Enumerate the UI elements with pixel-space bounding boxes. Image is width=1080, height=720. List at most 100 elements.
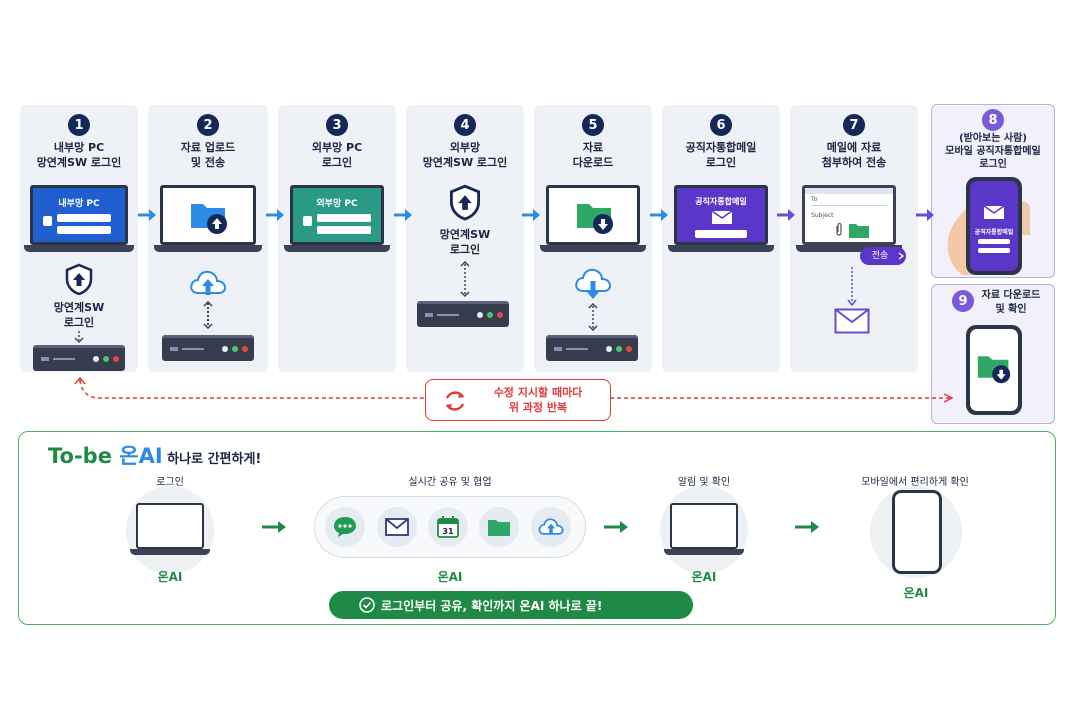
repeat-icon [445,391,465,411]
screen-label: 외부망 PC [316,199,358,209]
arrow-icon [522,209,540,221]
laptop-icon [154,185,262,255]
step-number: 5 [582,114,604,136]
password-field [317,226,371,234]
tobe-title-suffix: 하나로 간편하게! [162,452,262,467]
step-card-7: 7 메일에 자료 첨부하여 전송 To Subject 전송 [790,105,918,372]
folder-download-icon [577,204,613,234]
step-title: 메일에 자료 첨부하여 전송 [821,141,887,169]
send-button[interactable]: 전송 [860,247,906,265]
step-title: (받아보는 사람) 모바일 공직자통합메일 로그인 [945,133,1041,170]
arrow-icon [604,521,628,533]
screen-label: 공직자통합메일 [695,197,747,206]
step-title: 자료 업로드 및 전송 [180,141,236,169]
step-card-3: 3 외부망 PC 로그인 외부망 PC [278,105,396,372]
paperclip-icon [836,222,842,236]
server-icon [33,345,125,371]
step-card-2: 2 자료 업로드 및 전송 [148,105,268,372]
step-card-4: 4 외부망 망연계SW 로그인 망연계SW 로그인 [406,105,524,372]
step-number: 3 [326,114,348,136]
username-field [317,214,371,222]
folder-upload-icon [191,204,227,234]
tobe-item-name: 온AI [903,586,929,600]
tobe-title-prefix: To-be [48,444,120,468]
folder-icon [479,507,519,547]
calendar-icon: 31 [428,507,468,547]
screen-label: 내부망 PC [58,199,100,209]
step-title: 자료 다운로드 [572,141,614,169]
tobe-caption: 모바일에서 편리하게 확인 [861,477,969,488]
cloud-upload-icon [531,507,571,547]
tobe-banner: 로그인부터 공유, 확인까지 온AI 하나로 끝! [329,591,693,619]
phone-icon [892,490,942,574]
sub-label: 망연계SW 로그인 [439,228,491,256]
folder-download-icon [977,356,1011,384]
laptop-icon: 내부망 PC [24,185,134,255]
envelope-icon [711,210,733,224]
calendar-day: 31 [442,527,454,536]
step-card-9: 9 자료 다운로드 및 확인 [931,284,1055,424]
phone-screen-label: 공직자통합메일 [974,229,1014,236]
server-icon [546,335,638,361]
envelope-icon [834,308,870,334]
arrow-icon [262,521,286,533]
step-number: 4 [454,114,476,136]
laptop-icon: To Subject [796,185,902,255]
arrow-icon [795,521,819,533]
server-icon [417,301,509,327]
step-title: 공직자통합메일 로그인 [685,141,757,169]
cloud-upload-icon [190,270,227,295]
arrow-icon [266,209,284,221]
lock-icon [303,216,312,226]
tobe-caption: 로그인 [156,477,184,488]
step-card-1: 1 내부망 PC 망연계SW 로그인 내부망 PC 망연계SW 로그인 [20,105,138,372]
repeat-note: 수정 지시할 때마다 위 과정 반복 [425,379,611,421]
laptop-icon: 공직자통합메일 [668,185,774,255]
tobe-title-brand: 온AI [119,444,163,468]
arrow-icon [777,209,795,221]
password-field [57,226,111,234]
phone-icon [966,325,1022,415]
step-number: 2 [197,114,219,136]
password-field [695,230,747,238]
username-field [57,214,111,222]
mail-to-label: To [811,196,818,203]
envelope-icon [983,205,1005,219]
step-number: 7 [843,114,865,136]
tobe-item-name: 온AI [691,570,717,584]
folder-icon [849,224,869,238]
shield-icon [449,184,481,221]
check-icon [359,597,375,613]
tobe-caption: 실시간 공유 및 협업 [408,477,492,488]
arrow-icon [916,209,934,221]
mail-subject-label: Subject [811,212,834,219]
laptop-icon [130,503,210,559]
envelope-icon [377,507,417,547]
arrow-icon [138,209,156,221]
hand-icon [947,205,972,275]
laptop-icon: 외부망 PC [284,185,390,255]
tobe-item-name: 온AI [157,570,183,584]
step-card-6: 6 공직자통합메일 로그인 공직자통합메일 [662,105,780,372]
step-card-5: 5 자료 다운로드 [534,105,652,372]
cloud-download-icon [575,268,612,299]
chat-icon [325,507,365,547]
tobe-title: To-be 온AI 하나로 간편하게! [48,440,261,470]
laptop-icon [540,185,646,255]
repeat-loop-line [74,376,954,403]
tobe-item-name: 온AI [437,570,463,584]
repeat-note-text: 수정 지시할 때마다 위 과정 반복 [493,386,583,414]
step-title: 외부망 PC 로그인 [311,141,363,169]
step-number: 1 [68,114,90,136]
step-number: 8 [982,109,1004,131]
server-icon [162,335,254,361]
step-title: 자료 다운로드 및 확인 [981,290,1041,315]
phone-icon: 공직자통합메일 [966,177,1022,275]
shield-icon [65,263,93,295]
sub-label: 망연계SW 로그인 [53,301,105,329]
arrow-icon [650,209,668,221]
step-title: 외부망 망연계SW 로그인 [422,141,508,169]
step-number: 6 [710,114,732,136]
tobe-caption: 알림 및 확인 [677,477,731,488]
arrow-icon [394,209,412,221]
